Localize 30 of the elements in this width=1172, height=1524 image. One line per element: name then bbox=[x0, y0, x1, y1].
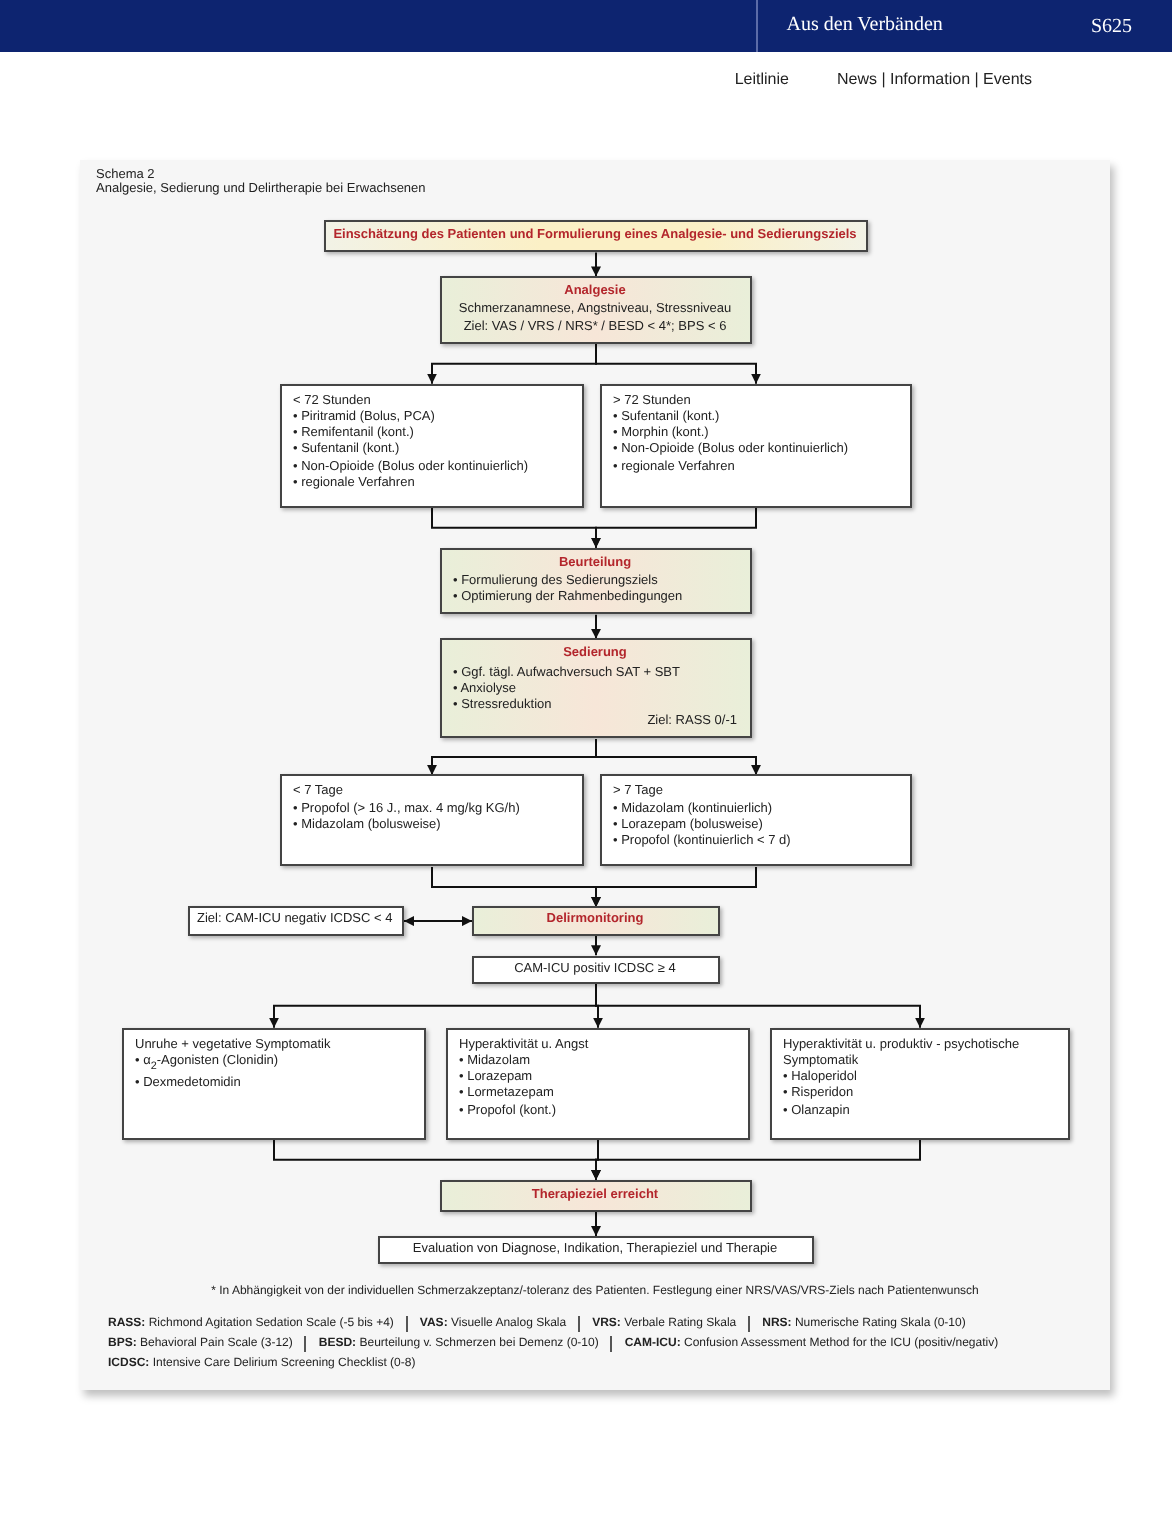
process-box bbox=[439, 638, 751, 739]
target-box bbox=[187, 906, 403, 936]
heading-banner bbox=[323, 220, 867, 253]
medication-box bbox=[599, 774, 911, 867]
medication-box bbox=[279, 774, 583, 867]
process-box bbox=[471, 906, 719, 936]
medication-box bbox=[599, 383, 911, 508]
evaluation-box bbox=[377, 1236, 813, 1265]
process-box bbox=[439, 547, 751, 615]
arrow bbox=[402, 916, 472, 927]
arrow bbox=[590, 934, 600, 957]
arrow bbox=[590, 865, 756, 908]
process-box bbox=[439, 276, 751, 344]
therapy-box bbox=[121, 1027, 425, 1140]
arrow bbox=[594, 737, 760, 776]
therapy-box bbox=[769, 1027, 1069, 1140]
arrow bbox=[590, 1138, 920, 1181]
process-box bbox=[439, 1179, 751, 1213]
arrow bbox=[590, 506, 756, 549]
category-text: Leitlinie bbox=[732, 70, 791, 88]
page-number: S625 bbox=[1088, 15, 1134, 37]
therapy-box bbox=[445, 1027, 749, 1140]
medication-box bbox=[279, 383, 583, 508]
arrow bbox=[594, 982, 924, 1029]
result-box bbox=[471, 955, 719, 984]
arrow bbox=[590, 613, 600, 640]
section-title: Aus den Verbänden bbox=[756, 0, 971, 52]
category-text: News | Information | Events bbox=[834, 70, 1032, 88]
arrow bbox=[590, 251, 600, 278]
arrow bbox=[590, 1211, 600, 1238]
